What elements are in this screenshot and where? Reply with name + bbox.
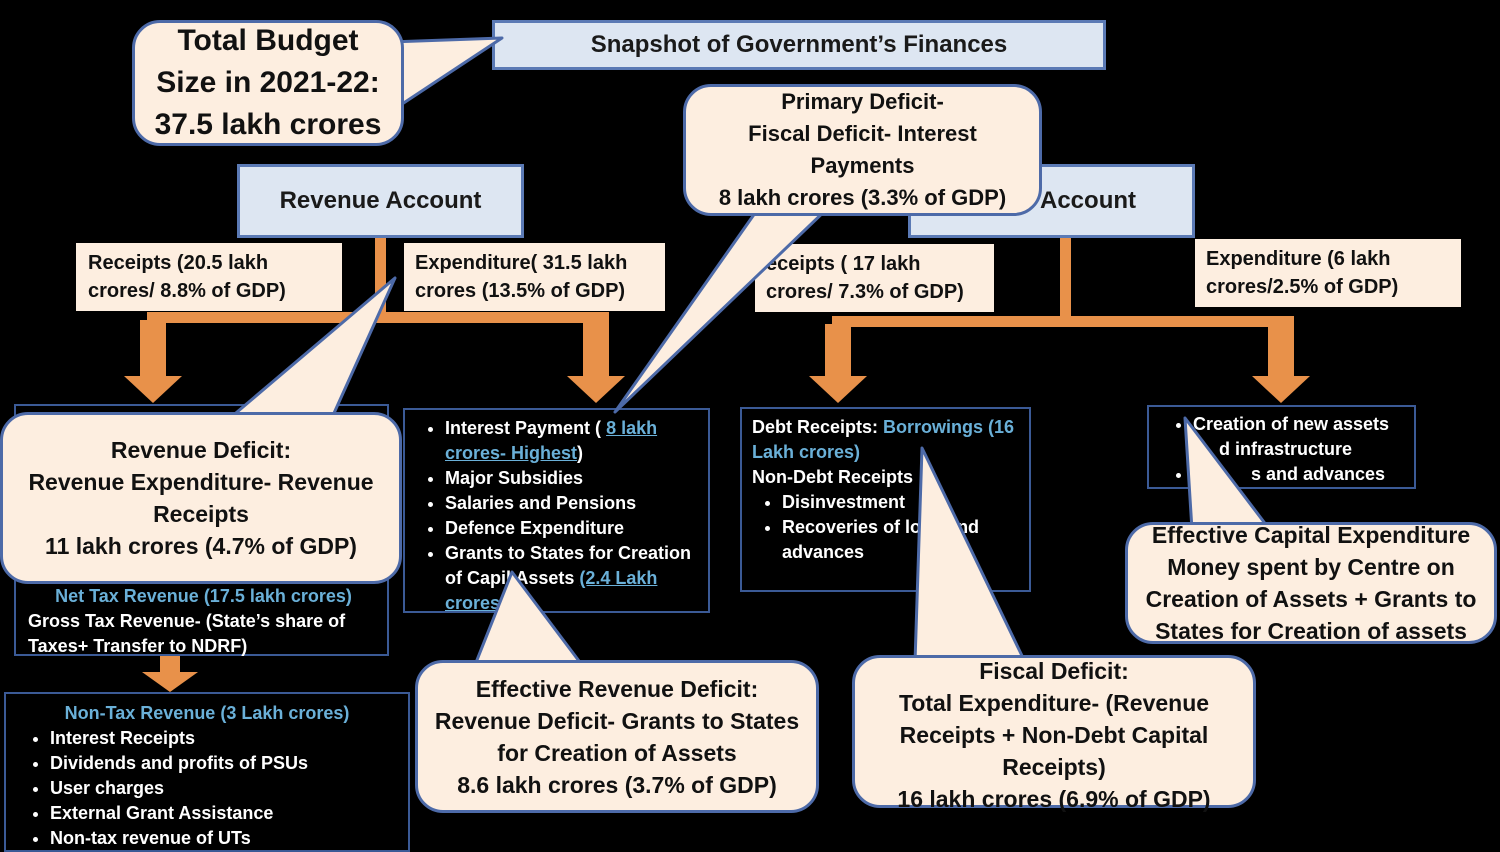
- callout-line: Effective Capital Expenditure: [1151, 522, 1471, 548]
- callout-line: 16 lakh crores (6.9% of GDP): [897, 785, 1211, 812]
- revenue-deficit-tail: [228, 276, 397, 424]
- capital-receipts-line1: eceipts ( 17 lakh: [766, 253, 921, 275]
- list-item: Dividends and profits of PSUs: [50, 751, 400, 776]
- revenue-right-arrow-head: [567, 376, 625, 403]
- revenue-account-box: Revenue Account: [237, 164, 524, 238]
- revenue-stem: [375, 237, 386, 317]
- revenue-expenditure-line1: Expenditure( 31.5 lakh: [415, 252, 628, 274]
- page-title: Snapshot of Government’s Finances: [590, 31, 1008, 58]
- callout-line: Payments: [810, 153, 915, 178]
- capital-stem: [1060, 237, 1071, 317]
- callout-line: Fiscal Deficit- Interest: [748, 121, 977, 146]
- list-item: Interest Receipts: [50, 726, 400, 751]
- callout-line: for Creation of Assets: [497, 739, 737, 766]
- total-budget-line3: 37.5 lakh crores: [154, 108, 382, 141]
- fiscal-deficit-callout: Fiscal Deficit: Total Expenditure- (Reve…: [852, 655, 1256, 812]
- fiscal-deficit-tail: [913, 446, 1027, 664]
- non-tax-heading: Non-Tax Revenue (3 Lakh crores): [64, 703, 350, 723]
- list-item: s and advances: [1193, 462, 1408, 487]
- interest-link[interactable]: 8 lakh: [606, 418, 658, 438]
- revenue-receipts-box: Receipts (20.5 lakh crores/ 8.8% of GDP): [76, 243, 342, 311]
- total-budget-line2: Size in 2021-22:: [156, 66, 380, 99]
- callout-line: Fiscal Deficit:: [979, 657, 1129, 684]
- gross-tax-line1: Gross Tax Revenue- (State’s share of: [28, 611, 346, 631]
- capital-left-arrow-stem: [825, 324, 851, 378]
- callout-line: Revenue Expenditure- Revenue: [28, 469, 374, 495]
- callout-line: 8 lakh crores (3.3% of GDP): [718, 185, 1007, 210]
- list-item: Defence Expenditure: [445, 516, 700, 541]
- budget-callout-tail: [388, 36, 504, 114]
- list-item: Non-tax revenue of UTs: [50, 826, 400, 851]
- grants-link[interactable]: (2.4 Lakh: [579, 568, 658, 588]
- debt-receipts-line2: Lakh crores): [752, 442, 861, 462]
- effective-revenue-deficit-tail: [473, 570, 584, 667]
- list-item: Creation of new assets d infrastructure: [1193, 412, 1408, 462]
- non-debt-heading: Non-Debt Receipts: [752, 467, 914, 487]
- primary-deficit-callout: Primary Deficit- Fiscal Deficit- Interes…: [683, 84, 1042, 216]
- revenue-expenditure-box: Expenditure( 31.5 lakh crores (13.5% of …: [404, 243, 665, 311]
- title-box: Snapshot of Government’s Finances: [492, 20, 1106, 70]
- net-tax-revenue: Net Tax Revenue (17.5 lakh crores): [55, 586, 352, 606]
- callout-line: Receipts: [153, 501, 249, 527]
- capital-account-label: Account: [1040, 187, 1136, 214]
- callout-line: Money spent by Centre on: [1167, 554, 1455, 580]
- revenue-left-arrow-stem: [140, 320, 166, 378]
- revenue-left-arrow-head: [124, 376, 182, 403]
- capital-expenditure-line2: crores/2.5% of GDP): [1206, 276, 1399, 298]
- callout-line: Revenue Deficit:: [110, 437, 292, 463]
- callout-line: Receipts + Non-Debt Capital: [899, 721, 1209, 748]
- list-item: User charges: [50, 776, 400, 801]
- revenue-account-label: Revenue Account: [279, 187, 482, 214]
- callout-line: 8.6 lakh crores (3.7% of GDP): [457, 771, 777, 798]
- capital-left-arrow-head: [809, 376, 867, 403]
- list-item: External Grant Assistance: [50, 801, 400, 826]
- list-item: Disinvestment: [782, 490, 1019, 515]
- total-budget-line1: Total Budget: [177, 24, 359, 57]
- grants-link-cont[interactable]: crores: [445, 593, 501, 613]
- revenue-expenditure-line2: crores (13.5% of GDP): [415, 280, 626, 302]
- callout-line: Revenue Deficit- Grants to States: [434, 707, 800, 734]
- revenue-deficit-callout: Revenue Deficit: Revenue Expenditure- Re…: [0, 412, 402, 584]
- revenue-receipts-line2: crores/ 8.8% of GDP): [88, 280, 286, 302]
- list-item: Salaries and Pensions: [445, 491, 700, 516]
- debt-receipts-line: Debt Receipts: Borrowings (16: [752, 417, 1015, 437]
- tax-arrow-head: [142, 672, 198, 692]
- tax-arrow-stem: [160, 655, 180, 673]
- callout-line: Effective Revenue Deficit:: [475, 675, 759, 702]
- gross-tax-line2: Taxes+ Transfer to NDRF): [28, 636, 248, 656]
- non-tax-revenue-box: Non-Tax Revenue (3 Lakh crores) Interest…: [4, 692, 410, 852]
- effective-capex-callout: Effective Capital Expenditure Money spen…: [1125, 522, 1497, 644]
- capital-expenditure-line1: Expenditure (6 lakh: [1206, 248, 1391, 270]
- revenue-receipts-line1: Receipts (20.5 lakh: [88, 252, 269, 274]
- list-item: Grants to States for Creation of Capil A…: [445, 541, 700, 613]
- callout-line: Primary Deficit-: [781, 89, 944, 114]
- capital-receipts-box: eceipts ( 17 lakh crores/ 7.3% of GDP): [755, 244, 994, 312]
- callout-line: States for Creation of assets: [1155, 618, 1467, 644]
- capital-receipts-list-box: Debt Receipts: Borrowings (16 Lakh crore…: [740, 407, 1031, 592]
- capital-receipts-line2: crores/ 7.3% of GDP): [766, 281, 964, 303]
- capital-expenditure-box: Expenditure (6 lakh crores/2.5% of GDP): [1195, 239, 1461, 307]
- interest-link-cont[interactable]: crores- Highest: [445, 443, 578, 463]
- revenue-right-arrow-stem: [583, 320, 609, 378]
- list-item: Interest Payment ( 8 lakh crores- Highes…: [445, 416, 700, 466]
- revenue-expenditure-list-box: Interest Payment ( 8 lakh crores- Highes…: [403, 408, 710, 613]
- total-budget-callout: Total Budget Size in 2021-22: 37.5 lakh …: [132, 20, 404, 146]
- callout-line: 11 lakh crores (4.7% of GDP): [45, 533, 357, 559]
- callout-line: Total Expenditure- (Revenue: [898, 689, 1210, 716]
- capital-right-arrow-stem: [1268, 324, 1294, 378]
- capital-branch: [832, 316, 1294, 327]
- effective-capex-tail: [1183, 416, 1272, 532]
- primary-deficit-tail: [613, 204, 832, 414]
- callout-line: Creation of Assets + Grants to: [1145, 586, 1477, 612]
- list-item: Major Subsidies: [445, 466, 700, 491]
- capital-right-arrow-head: [1252, 376, 1310, 403]
- effective-revenue-deficit-callout: Effective Revenue Deficit: Revenue Defic…: [415, 660, 819, 813]
- callout-line: Receipts): [1002, 753, 1106, 780]
